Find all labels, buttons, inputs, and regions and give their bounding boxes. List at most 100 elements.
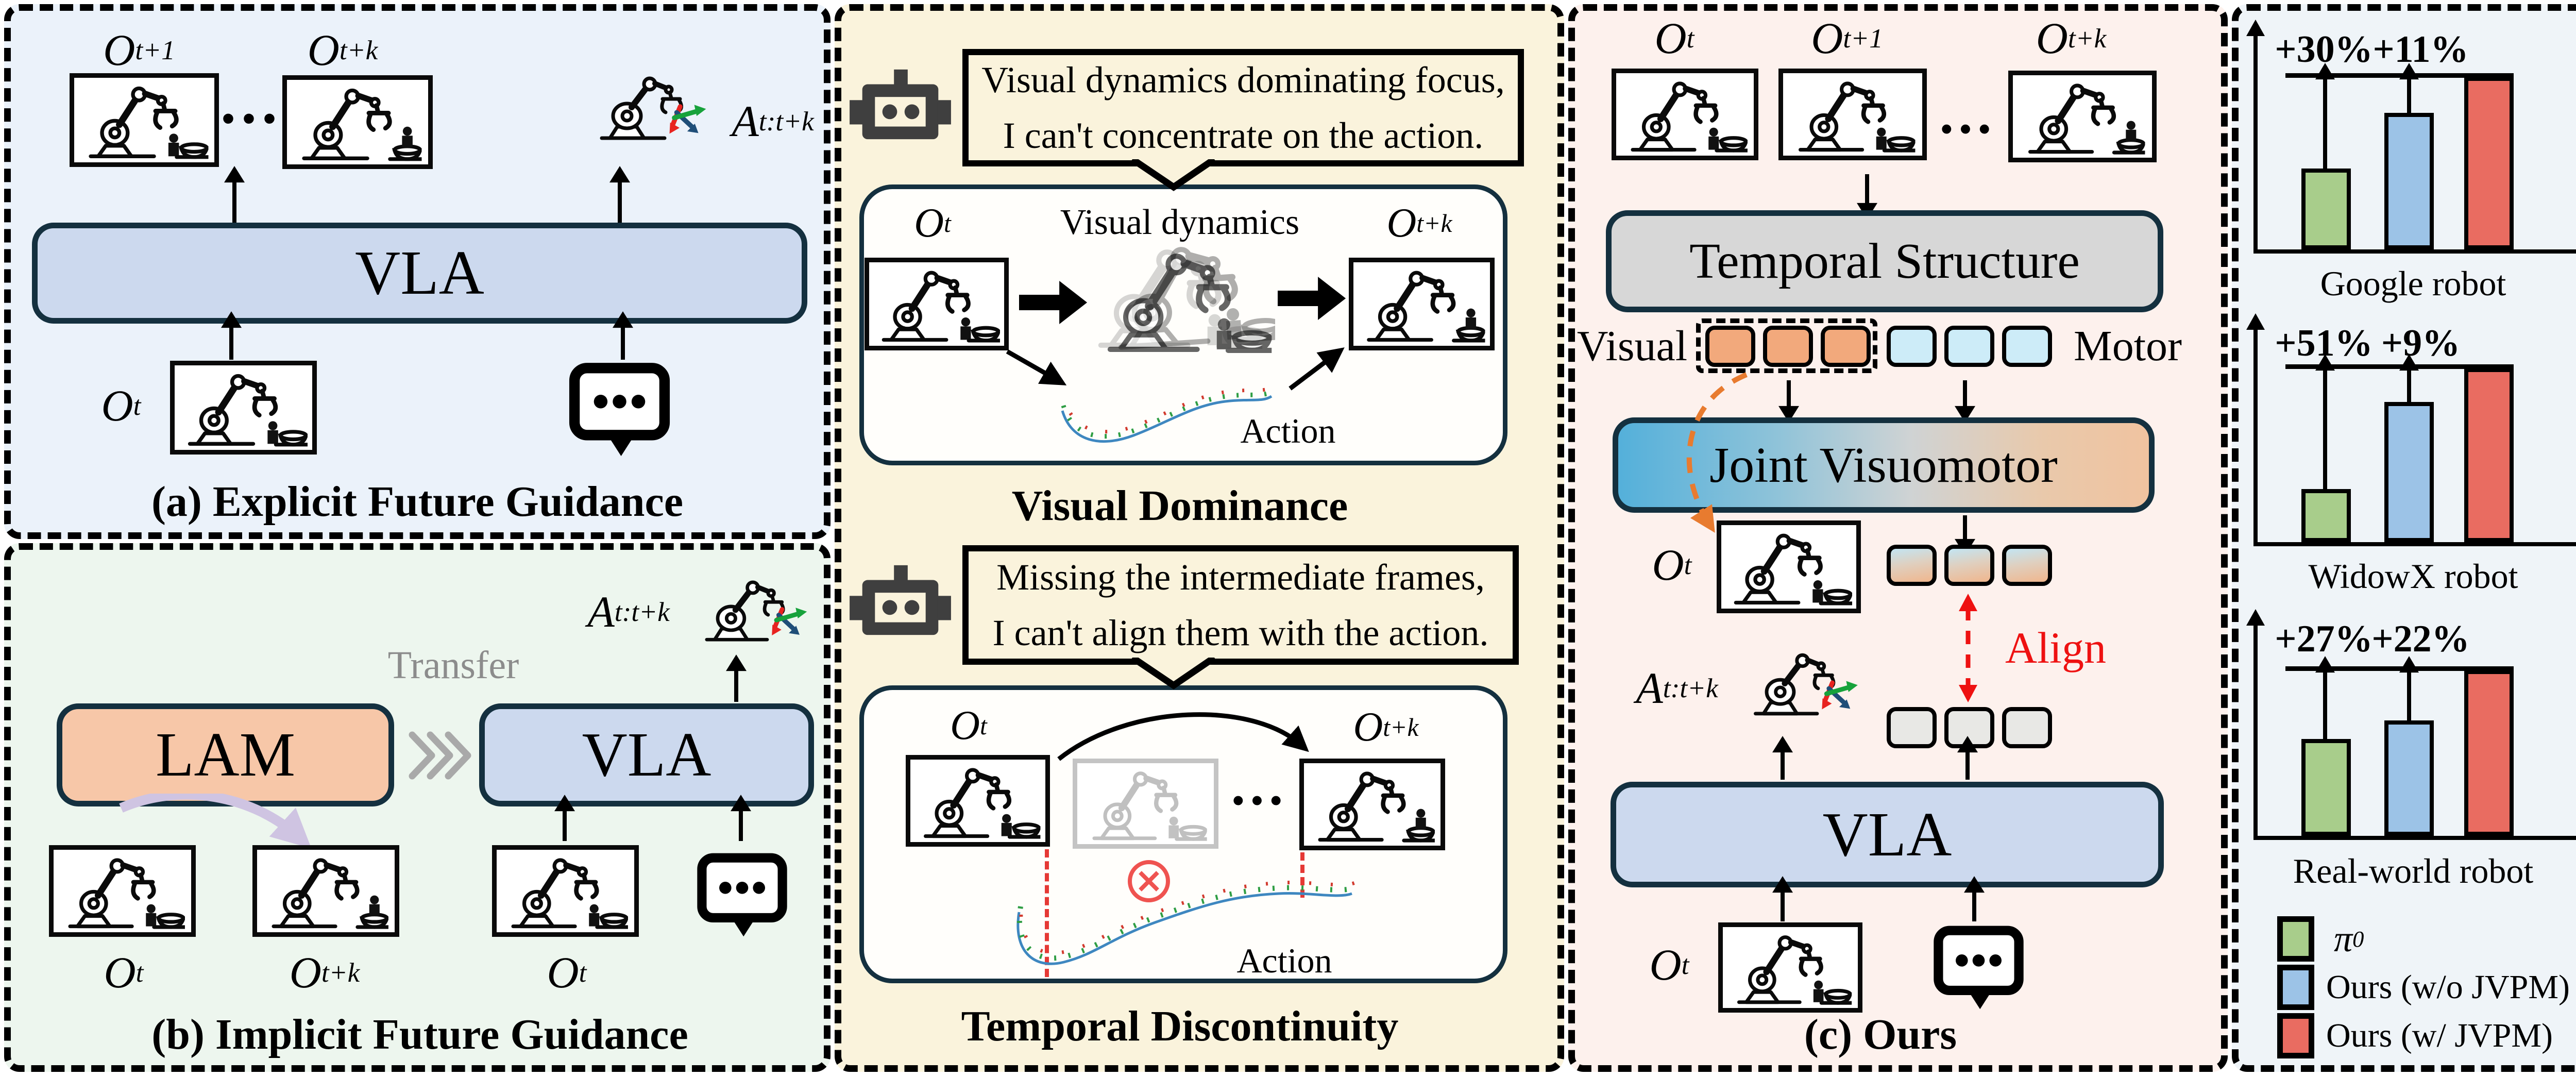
visual-recon-dashed-arrow [1686, 372, 1748, 533]
transfer-label: Transfer [387, 643, 519, 687]
obs-sub: t+1 [135, 35, 175, 65]
gain-arrow [2323, 368, 2327, 489]
visual-token [1821, 326, 1871, 367]
chart-real-world-robot [2253, 615, 2576, 840]
visual-token-group [1696, 318, 1877, 373]
visual-dominance-title: Visual Dominance [1011, 481, 1348, 530]
action-token [2002, 707, 2052, 748]
robot-scene-icon [175, 365, 312, 450]
bar-ours-wo-jvpm [2384, 113, 2434, 249]
x-axis [2253, 836, 2576, 840]
bar-pi0 [2301, 489, 2351, 542]
ellipsis-td: ··· [1228, 768, 1286, 832]
joint-token [2002, 545, 2052, 586]
bar-ours-w-jvpm [2464, 669, 2514, 836]
speech-bubble-icon [694, 851, 790, 938]
arrow-vla-to-action [618, 181, 622, 223]
arrow-obs-to-vla [229, 327, 233, 360]
gain-arrow [2323, 669, 2327, 739]
robot-scene-icon [74, 78, 214, 162]
skip-arc-arrow [1057, 712, 1309, 761]
obs-input-frame-c [1718, 922, 1862, 1013]
x-axis [2253, 542, 2576, 546]
robot-scene-icon [1723, 927, 1858, 1008]
arrow-vla-to-tokens-c [1965, 751, 1970, 780]
robot-arm-action-icon [587, 57, 716, 160]
joint-visuomotor-label: Joint Visuomotor [1709, 437, 2058, 493]
temporal-structure-label: Temporal Structure [1689, 233, 2080, 289]
obs-base: O [103, 25, 135, 75]
gain-arrow [2406, 368, 2411, 402]
bar-ours-wo-jvpm [2384, 402, 2434, 542]
action-curve-td [1016, 881, 1356, 965]
robot-scene-icon [497, 850, 634, 932]
obs-recon-frame [1717, 520, 1861, 613]
robot-scene-icon [910, 760, 1045, 842]
speech-bubble-icon [567, 361, 672, 458]
bar-ours-w-jvpm [2464, 76, 2514, 249]
robot-scene-icon [1304, 763, 1440, 846]
temporal-structure-box: Temporal Structure [1606, 210, 2163, 312]
obs-t-frame-a [170, 361, 317, 455]
lam-latent-arc-arrow [119, 794, 312, 849]
y-axis [2253, 615, 2258, 840]
red-dashed-line-2 [1300, 852, 1304, 898]
speech-line: Missing the intermediate frames, [996, 557, 1485, 598]
y-axis [2253, 320, 2258, 546]
speech-line: Visual dynamics dominating focus, [981, 59, 1505, 100]
speech-box-notch [1130, 159, 1216, 191]
joint-token [1887, 545, 1937, 586]
chart-google-robot [2253, 26, 2576, 254]
bar-pi0 [2301, 739, 2351, 836]
chart-title-real-world: Real-world robot [2293, 851, 2534, 890]
arrow-vla-to-obs [232, 181, 236, 223]
action-curve-vd [1061, 384, 1275, 443]
joint-visuomotor-box: Joint Visuomotor [1613, 417, 2155, 513]
speech-box-notch [1130, 658, 1216, 690]
motor-token [1887, 326, 1937, 367]
obs-t1-frame [70, 73, 219, 167]
obs-tk-frame [282, 75, 433, 169]
robot-scene-icon [1353, 262, 1490, 346]
gain-label: +11% [2372, 28, 2469, 71]
vla-box-b: VLA [479, 703, 814, 806]
arrow-jv-to-tokens [1963, 515, 1967, 540]
arrow-motor-to-jv [1963, 380, 1967, 407]
arrow-vla-to-action-b [734, 670, 738, 702]
gain-arrow [2323, 76, 2327, 169]
panel-b-title: (b) Implicit Future Guidance [151, 1010, 688, 1058]
obs-t-frame-td [906, 755, 1050, 847]
robot-scene-icon [287, 80, 428, 164]
obs-tk-frame-td [1299, 759, 1445, 850]
joint-token [1944, 545, 1994, 586]
obs-t-frame-c [1612, 69, 1758, 160]
align-label: Align [2005, 623, 2106, 672]
robot-scene-icon-faded [1077, 763, 1214, 844]
arrow-lang-to-vla-b [739, 810, 743, 841]
robot-arm-action-icon [693, 561, 817, 661]
obs-tk-frame-vd [1349, 258, 1495, 350]
robot-scene-icon [869, 262, 1004, 346]
fat-arrow-1 [1019, 295, 1060, 310]
arrow-vla-to-action-c [1781, 751, 1785, 780]
robot-scene-icon [1616, 73, 1754, 156]
motor-token [1944, 326, 1994, 367]
obs-t1-frame-c [1778, 69, 1927, 160]
gain-label: +9% [2381, 322, 2461, 364]
legend-label-ours-wo: Ours (w/o JVPM) [2326, 968, 2570, 1006]
arrow-obs-to-ts [1865, 174, 1869, 204]
arrow-action-to-obs-vd [1289, 347, 1345, 391]
panel-c-title: (c) Ours [1804, 1010, 1957, 1058]
vla-box-c: VLA [1611, 782, 2164, 887]
